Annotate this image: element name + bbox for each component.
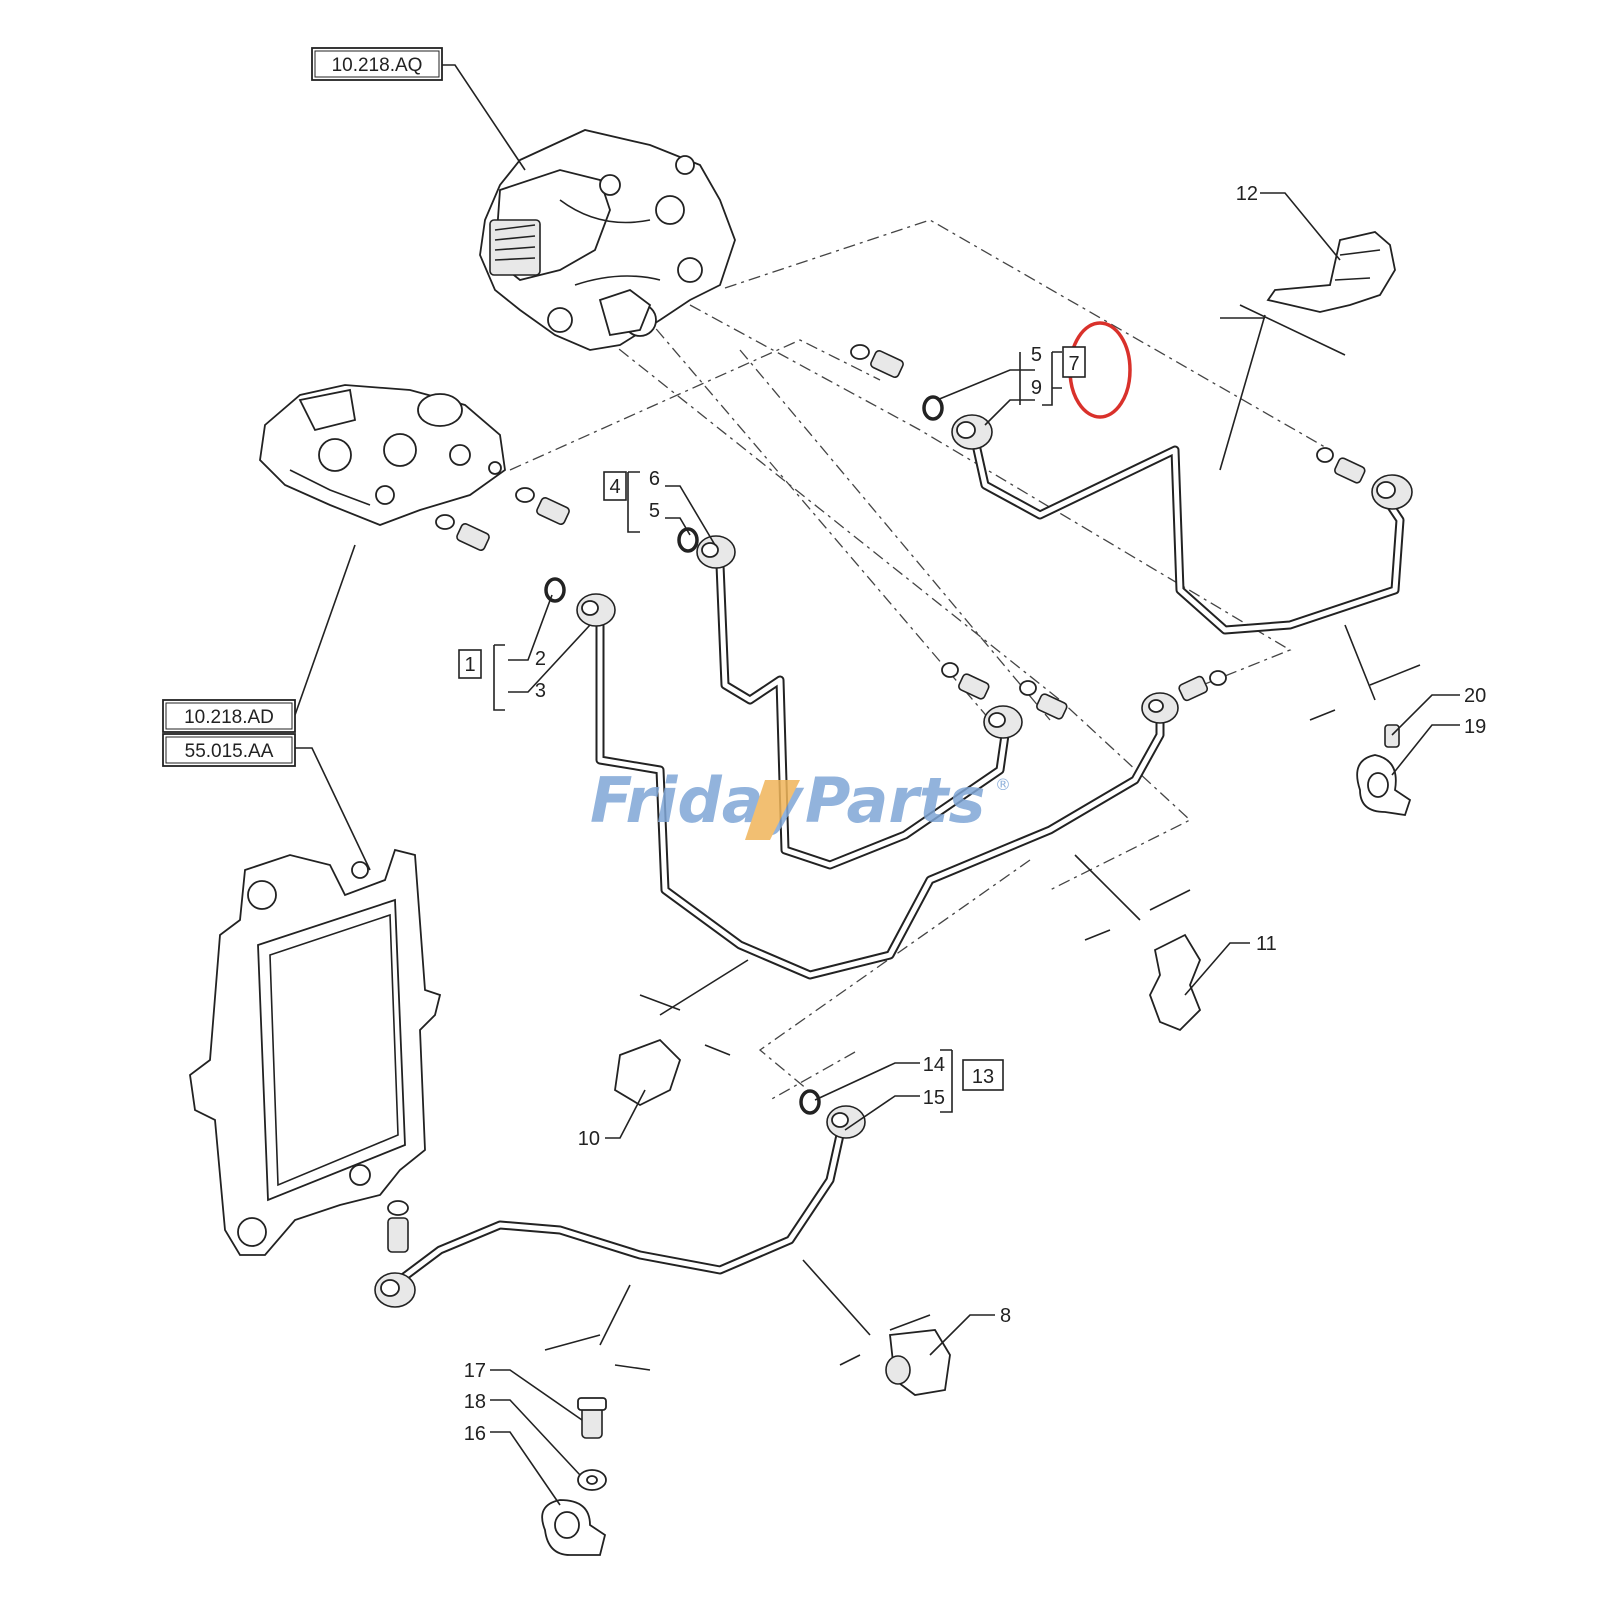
ref-label-ecu-text: 55.015.AA (185, 741, 274, 762)
assembly-box-1: 1 (458, 649, 482, 679)
callout-20: 20 (1464, 685, 1486, 707)
pipe-nut (1141, 692, 1179, 724)
ecu (189, 848, 442, 1256)
pipe-clip (614, 1038, 682, 1107)
union-fitting (941, 662, 990, 700)
o-ring (922, 395, 944, 421)
pipe-clip (1149, 933, 1202, 1032)
o-ring (544, 577, 566, 603)
pipe-nut (696, 535, 736, 569)
callout-13: 13 (972, 1066, 994, 1088)
callout-19: 19 (1464, 716, 1486, 738)
pipe-nut (983, 705, 1023, 739)
callout-8: 8 (1000, 1305, 1011, 1327)
union-fitting (435, 514, 490, 551)
watermark-text-2: Parts (805, 764, 985, 837)
callout-4: 4 (609, 476, 620, 498)
assembly-box-13: 13 (962, 1059, 1004, 1091)
ref-label-filter-text: 10.218.AD (184, 707, 274, 728)
assembly-box-4: 4 (603, 471, 627, 501)
pipe-nut (951, 414, 993, 450)
fuel-pipes (395, 435, 1405, 1285)
watermark-registered: ® (995, 775, 1011, 794)
callout-7: 7 (1068, 353, 1079, 375)
leader-lines (294, 64, 1460, 1506)
assembly-box-7: 7 (1062, 346, 1086, 378)
fittings (374, 344, 1413, 1308)
union-fitting (515, 487, 570, 525)
union-fitting (1316, 447, 1366, 484)
ref-label-pump-text: 10.218.AQ (332, 55, 423, 76)
callout-10: 10 (578, 1128, 600, 1150)
union-fitting (850, 344, 904, 378)
section-marks (544, 304, 1421, 1371)
callout-5-b: 5 (649, 500, 660, 522)
ref-label-ecu: 55.015.AA (162, 733, 296, 767)
callout-3: 3 (535, 680, 546, 702)
callout-14: 14 (923, 1054, 945, 1076)
bolt (1384, 724, 1400, 748)
callout-9: 9 (1031, 377, 1042, 399)
o-ring (677, 527, 699, 553)
o-ring (799, 1089, 821, 1115)
callout-5: 5 (1031, 344, 1042, 366)
injection-pump (479, 129, 736, 351)
ref-label-pump: 10.218.AQ (311, 47, 443, 81)
pipe-nut (576, 593, 616, 627)
filter-head (259, 384, 506, 526)
callout-17: 17 (464, 1360, 486, 1382)
callout-1: 1 (464, 654, 475, 676)
callout-6: 6 (649, 468, 660, 490)
hardware (541, 231, 1412, 1556)
bracket (1266, 231, 1396, 313)
watermark-accent (745, 780, 800, 840)
callout-15: 15 (923, 1087, 945, 1109)
callouts: 5 9 6 5 2 3 12 11 10 20 19 14 15 8 17 18… (464, 183, 1487, 1445)
pipe-nut (1371, 474, 1413, 510)
watermark-logo: Friday Parts ® (590, 764, 1011, 840)
callout-11: 11 (1256, 933, 1277, 955)
callout-16: 16 (464, 1423, 486, 1445)
callout-18: 18 (464, 1391, 486, 1413)
union-fitting (1178, 670, 1227, 702)
callout-12: 12 (1236, 183, 1258, 205)
union-fitting (1019, 680, 1068, 720)
callout-2: 2 (535, 648, 546, 670)
ref-label-filter: 10.218.AD (162, 699, 296, 733)
pipe-nut (374, 1272, 416, 1308)
pipe-nut (826, 1105, 866, 1139)
alignment-lines (509, 219, 1331, 1101)
union-fitting (387, 1200, 409, 1253)
